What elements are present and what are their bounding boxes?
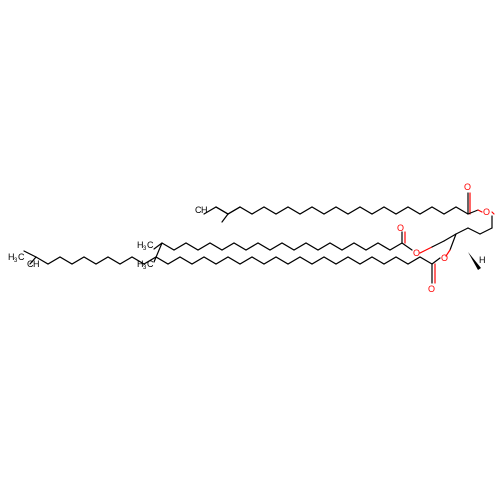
carbonyl-oxygen-2: O: [397, 223, 404, 233]
chain-1-ester-group: [467, 192, 495, 215]
ch3-h-3b: H: [33, 259, 40, 269]
methyl-label-chain-2a: H 3 C: [137, 240, 154, 252]
h3c-h-2b: H: [137, 259, 144, 269]
methyl-label-chain-1: C H: [195, 205, 208, 215]
h3c-sub-3a: 3: [14, 258, 18, 264]
carbonyl-oxygen-3: O: [428, 284, 435, 294]
carbonyl-oxygen-1: O: [464, 182, 471, 192]
ester-oxygen-1: O: [483, 207, 490, 217]
chain-3-carbon-skeleton: [23, 250, 433, 265]
h3c-h-3a: H: [8, 252, 15, 262]
stereo-hydrogen: H: [479, 255, 486, 265]
chain-1-carbon-skeleton: [203, 206, 469, 223]
glycerol-backbone: [419, 215, 493, 270]
methyl-label-chain-3b: C H: [27, 259, 40, 269]
stereo-wedge: [468, 252, 481, 270]
chain-3-ester-group: [431, 257, 441, 284]
ester-oxygen-2: O: [413, 248, 420, 258]
h3c-sub-2a: 3: [143, 246, 147, 252]
ch3-c-3b: C: [27, 259, 34, 269]
chain-2-ester-group: [401, 231, 413, 251]
h3c-c-3a: C: [18, 252, 25, 262]
h3c-c-2b: C: [147, 259, 154, 269]
ester-oxygen-3: O: [441, 253, 448, 263]
chain-2-carbon-skeleton: [153, 242, 403, 263]
methyl-label-chain-3a: H 3 C: [8, 252, 25, 264]
h3c-c-2a: C: [147, 240, 154, 250]
h3c-h-2a: H: [137, 240, 144, 250]
methyl-label-chain-2b: H 3 C: [137, 259, 154, 271]
ch3-c-1: C: [195, 205, 202, 215]
ch3-h-1: H: [201, 205, 208, 215]
h3c-sub-2b: 3: [143, 265, 147, 271]
